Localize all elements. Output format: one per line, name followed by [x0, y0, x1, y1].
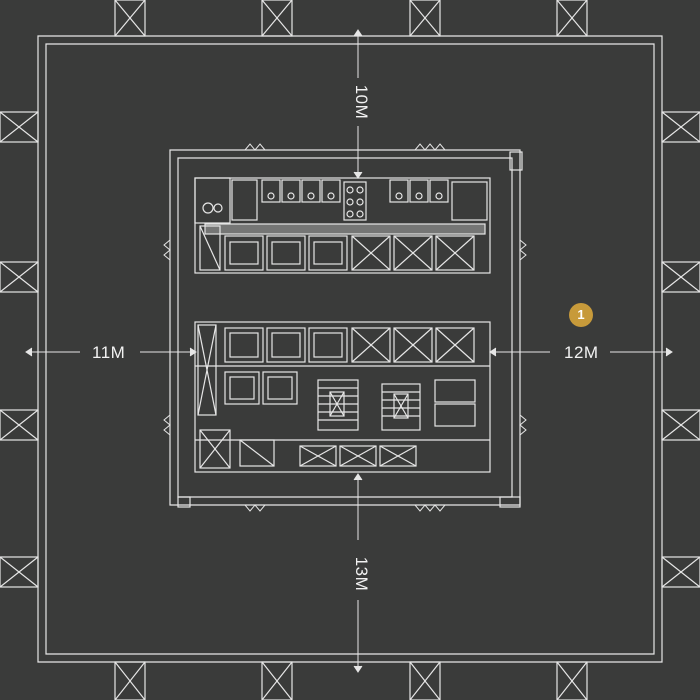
- location-marker[interactable]: 1: [569, 303, 593, 327]
- corridor-band: [204, 223, 486, 235]
- dimension-lines: [25, 29, 673, 673]
- lower-core-block: [194, 321, 491, 473]
- freight-elevators: [224, 371, 298, 405]
- sinks: [343, 181, 367, 221]
- shafts-bottom-row: [199, 429, 417, 469]
- stair-right: [381, 383, 421, 431]
- dimension-label-top: 10M: [351, 78, 371, 126]
- columns-left: [0, 111, 39, 588]
- columns-bottom: [114, 661, 588, 700]
- dimension-label-left: 11M: [88, 343, 130, 363]
- columns-top: [114, 0, 588, 37]
- dimension-label-bottom: 13M: [351, 550, 371, 598]
- core-fins: [163, 143, 527, 512]
- dimension-label-right: 12M: [560, 343, 603, 363]
- elevator-row-upper: [224, 235, 475, 271]
- stair-left: [317, 379, 359, 431]
- toilet-stalls-left: [261, 179, 341, 203]
- columns-right: [661, 111, 700, 588]
- outer-wall-inner-outline: [45, 43, 655, 655]
- outer-wall-outline: [37, 35, 663, 663]
- upper-core-block: [194, 177, 491, 274]
- toilet-stalls-right: [389, 179, 488, 221]
- elevator-row-lower: [224, 327, 475, 363]
